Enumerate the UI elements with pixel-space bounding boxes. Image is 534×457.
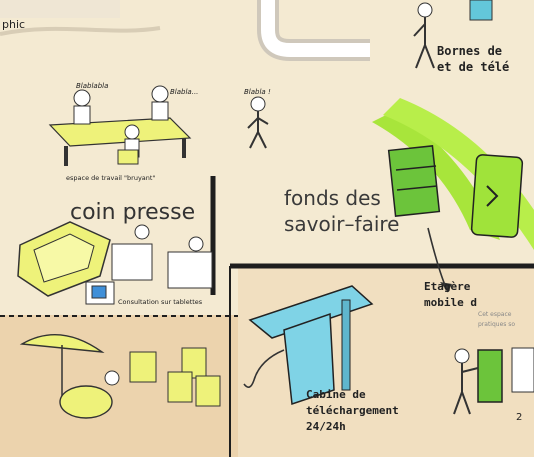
- top-left-text: phic: [2, 18, 25, 31]
- bookshelf-icon: [389, 146, 440, 216]
- person-head: [455, 349, 469, 363]
- consultation-label: Consultation sur tablettes: [118, 298, 202, 306]
- chair: [168, 372, 192, 402]
- table-leg: [64, 146, 68, 166]
- armchair: [168, 252, 212, 288]
- panel: [512, 348, 534, 392]
- person-head: [74, 90, 90, 106]
- top-strip: [0, 0, 120, 18]
- person-head: [105, 371, 119, 385]
- chair: [196, 376, 220, 406]
- blablabla-bubble-1: Blablabla: [76, 82, 108, 90]
- blablabla-bubble-2: Blabla...: [170, 88, 198, 96]
- fonds-line2: savoir–faire: [284, 212, 399, 236]
- cabine-line3: 24/24h: [306, 420, 346, 433]
- bornes-line1: Bornes de: [437, 44, 502, 58]
- person-head: [125, 125, 139, 139]
- etagere-small1: Cet espace: [478, 311, 511, 318]
- person-head: [135, 225, 149, 239]
- cabin-post: [342, 300, 350, 390]
- page-number: 2: [516, 412, 522, 423]
- kiosk: [470, 0, 492, 20]
- bornes-line2: et de télé: [437, 60, 509, 74]
- table-leg: [182, 138, 186, 158]
- cabine-line1: Cabine de: [306, 388, 366, 401]
- cabine-line2: téléchargement: [306, 404, 399, 417]
- chair: [130, 352, 156, 382]
- person-head: [418, 3, 432, 17]
- espace-travail-label: espace de travail "bruyant": [66, 174, 155, 182]
- etagere-line1: Etagère: [424, 280, 470, 293]
- fonds-line1: fonds des: [284, 186, 381, 210]
- person-body: [152, 102, 168, 120]
- armchair: [112, 244, 152, 280]
- person-head: [152, 86, 168, 102]
- etagere-small2: pratiques so: [478, 321, 515, 328]
- tablet-icon: [92, 286, 106, 298]
- round-table: [60, 386, 112, 418]
- person-head: [189, 237, 203, 251]
- stool: [118, 150, 138, 164]
- person-head: [251, 97, 265, 111]
- person-body: [74, 106, 90, 124]
- mobile-shelf: [478, 350, 502, 402]
- etagere-line2: mobile d: [424, 296, 477, 309]
- coin-presse-label: coin presse: [70, 200, 195, 225]
- blabla-bubble-3: Blabla !: [244, 88, 271, 96]
